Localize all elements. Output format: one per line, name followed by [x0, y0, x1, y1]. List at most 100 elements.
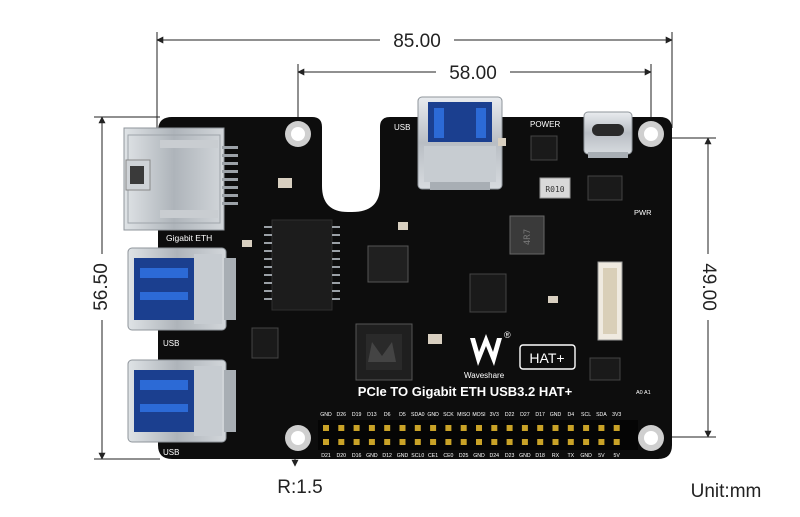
gpio-pin — [613, 439, 620, 445]
gpio-pin — [368, 425, 375, 431]
gpio-pin — [521, 439, 528, 445]
label-usb-top: USB — [394, 123, 410, 132]
gpio-pin — [537, 425, 544, 431]
dim-radius: R:1.5 — [277, 477, 322, 498]
ethernet-controller-ic — [355, 323, 413, 381]
dim-right: 49.00 — [698, 263, 719, 311]
gpio-bottom-label: CE1 — [428, 453, 438, 459]
label-usb-middle: USB — [163, 339, 179, 348]
gpio-top-label: 3V3 — [612, 412, 621, 418]
gpio-pin — [353, 439, 360, 445]
gpio-bottom-label: D21 — [321, 453, 331, 459]
gpio-bottom-label: 5V — [598, 453, 605, 459]
label-r010: R010 — [545, 185, 564, 194]
label-usb-bottom: USB — [163, 448, 179, 457]
gpio-pin — [476, 425, 482, 431]
usb-port-left-bottom — [127, 359, 236, 443]
gpio-pin — [430, 425, 437, 431]
mounting-holes — [285, 121, 664, 451]
gpio-top-label: SDA0 — [411, 412, 425, 418]
gpio-pin — [384, 439, 391, 445]
board-title: PCIe TO Gigabit ETH USB3.2 HAT+ — [358, 384, 573, 399]
gpio-pin — [460, 425, 467, 431]
label-power: POWER — [530, 120, 560, 129]
gpio-top-label: SCL — [581, 412, 591, 418]
gpio-bottom-label: D23 — [505, 453, 515, 459]
gpio-bottom-label: D25 — [459, 453, 469, 459]
gpio-bottom-label: CE0 — [443, 453, 453, 459]
gpio-pin — [552, 425, 559, 431]
gpio-bottom-label: GND — [519, 453, 531, 459]
gpio-bottom-label: GND — [473, 453, 485, 459]
gpio-bottom-label: D12 — [382, 453, 392, 459]
small-components: 4R7 R010 — [242, 135, 623, 381]
gpio-top-label: D6 — [384, 412, 391, 418]
gpio-pin — [460, 439, 467, 445]
gpio-pin — [399, 425, 406, 431]
gpio-pin — [338, 439, 345, 445]
gpio-top-label: D17 — [535, 412, 545, 418]
brand-name: Waveshare — [464, 371, 505, 380]
label-gigabit-eth: Gigabit ETH — [166, 233, 212, 243]
gpio-bottom-labels: D21 D20 D16 GND D12 GND SCL0 CE1 CE0 D25 GND D24 D23… — [321, 453, 620, 459]
dim-top-outer: 85.00 — [393, 31, 441, 52]
usb-port-left-middle — [127, 247, 236, 331]
gpio-top-label: MOSI — [472, 412, 485, 418]
gpio-bottom-label: TX — [567, 453, 574, 459]
gpio-pin — [521, 425, 528, 431]
gpio-pin — [430, 439, 437, 445]
gpio-top-label: D5 — [399, 412, 406, 418]
gpio-top-label: SDA — [596, 412, 607, 418]
gpio-top-label: GND — [320, 412, 332, 418]
unit-label: Unit:mm — [691, 481, 762, 502]
dim-left: 56.50 — [91, 263, 112, 311]
gpio-pin — [613, 425, 620, 431]
dimension-labels: 85.00 58.00 56.50 49.00 R:1.5 Unit:mm — [91, 29, 761, 502]
gpio-pin — [338, 425, 345, 431]
gpio-bottom-label: GND — [580, 453, 592, 459]
gpio-pin — [414, 425, 421, 431]
usb-port-top — [417, 96, 503, 190]
gpio-bottom-label: D18 — [535, 453, 545, 459]
gpio-top-label: MISO — [457, 412, 470, 418]
dim-top-inner: 58.00 — [449, 63, 497, 84]
gpio-pin — [537, 439, 544, 445]
pcb-board — [158, 117, 672, 459]
gpio-pin — [598, 439, 605, 445]
gpio-pin — [583, 425, 590, 431]
gpio-pin — [476, 439, 482, 445]
gpio-bottom-label: RX — [552, 453, 560, 459]
gpio-pin — [323, 439, 329, 445]
gpio-bottom-label: SCL0 — [411, 453, 424, 459]
gpio-pin — [567, 425, 574, 431]
gpio-pin — [567, 439, 574, 445]
gpio-bottom-label: 5V — [614, 453, 621, 459]
gpio-bottom-label: D24 — [490, 453, 500, 459]
waveshare-logo-icon — [470, 334, 502, 366]
registered-mark: ® — [504, 330, 511, 340]
gpio-pin — [552, 439, 559, 445]
gpio-bottom-label: GND — [366, 453, 378, 459]
label-pwr: PWR — [634, 208, 652, 217]
gpio-top-label: GND — [427, 412, 439, 418]
gpio-top-label: 3V3 — [490, 412, 499, 418]
gpio-top-label: D26 — [337, 412, 347, 418]
gpio-top-label: D19 — [352, 412, 362, 418]
gpio-pin — [598, 425, 605, 431]
gpio-pin — [414, 439, 421, 445]
gpio-pin — [445, 439, 452, 445]
gpio-bottom-label: D16 — [352, 453, 362, 459]
gpio-pin — [491, 425, 498, 431]
gpio-top-label: D13 — [367, 412, 377, 418]
gpio-top-label: GND — [550, 412, 562, 418]
gpio-pin — [445, 425, 452, 431]
gpio-pin — [491, 439, 498, 445]
gpio-pin — [506, 439, 513, 445]
gpio-top-label: D27 — [520, 412, 530, 418]
gpio-pin — [323, 425, 329, 431]
gpio-pin — [384, 425, 391, 431]
gpio-bottom-label: D20 — [337, 453, 347, 459]
gpio-top-label: D4 — [567, 412, 574, 418]
gpio-top-label: D22 — [505, 412, 515, 418]
